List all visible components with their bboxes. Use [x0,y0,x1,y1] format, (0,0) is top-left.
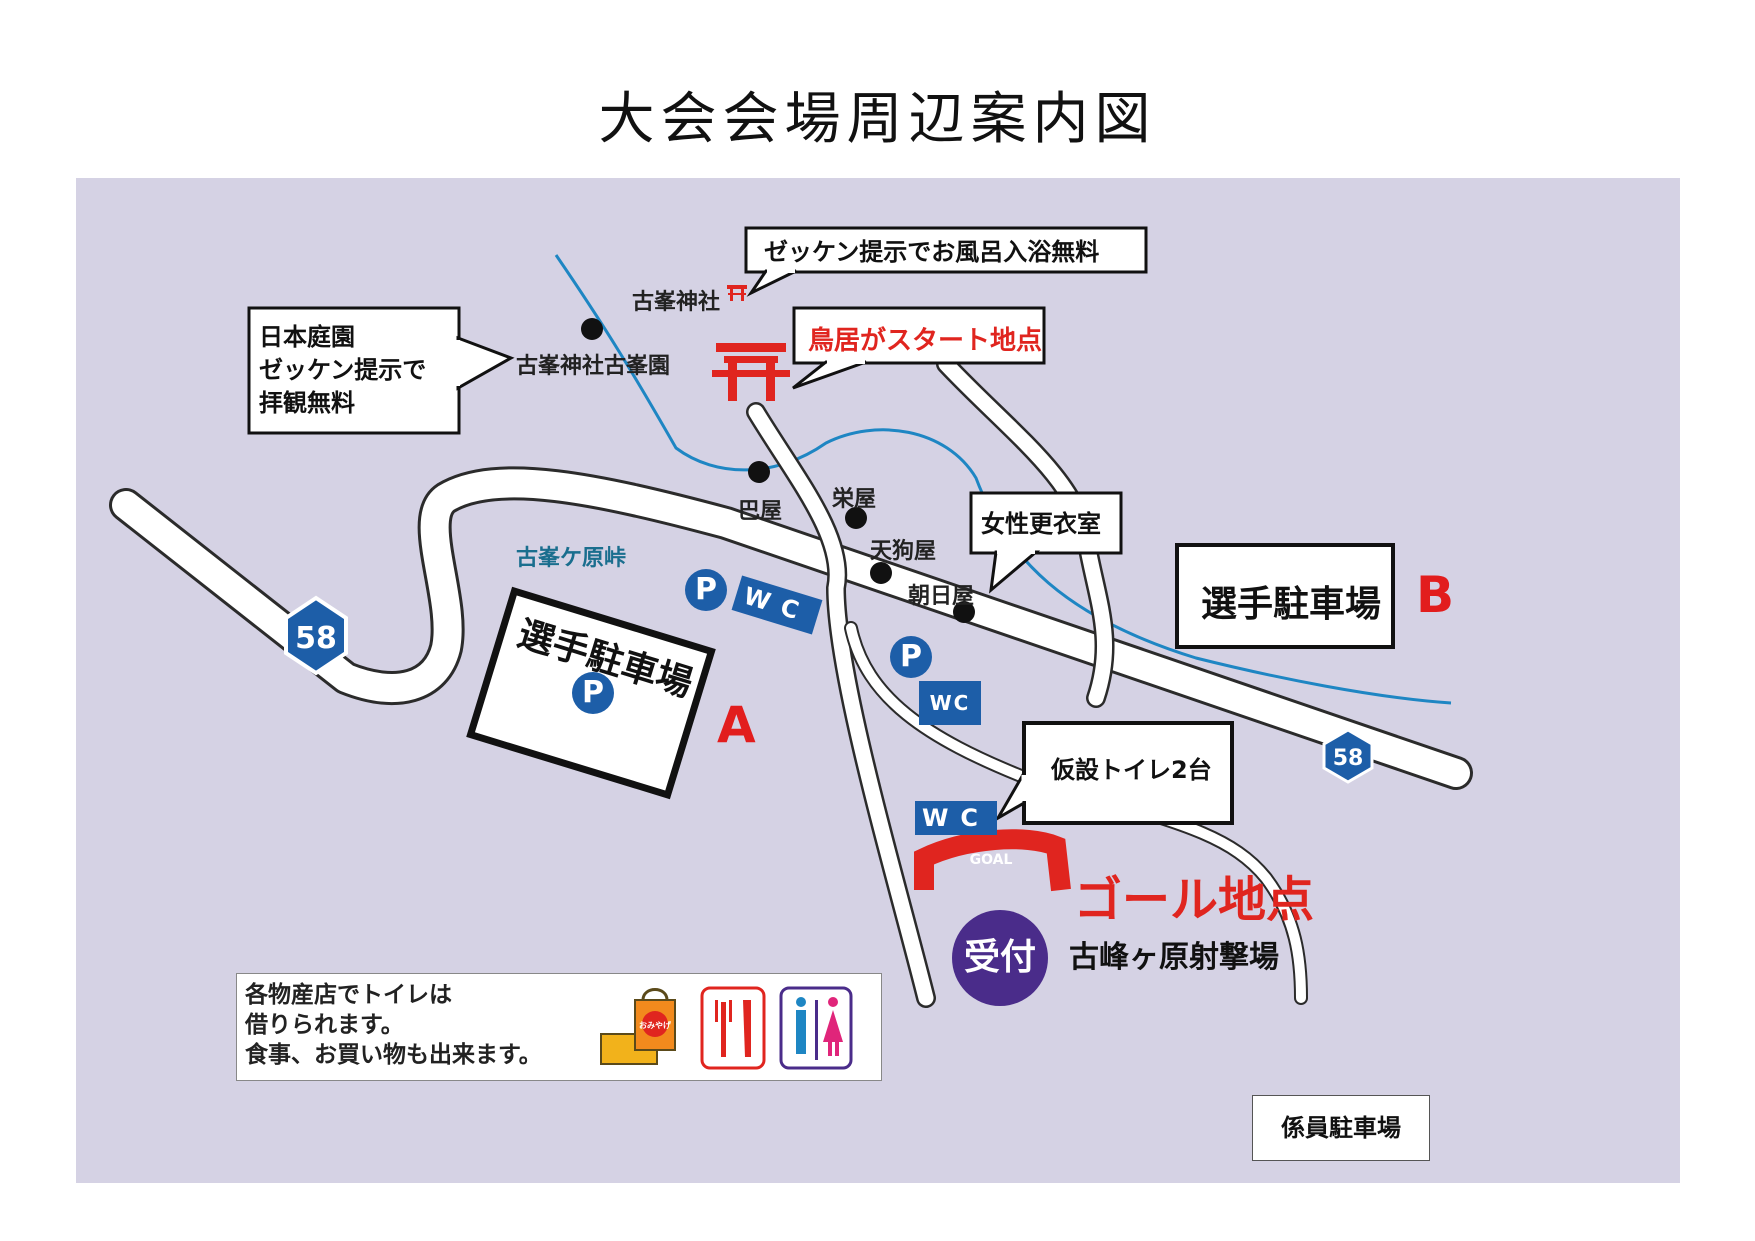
souvenir-bag-icon: おみやげ [600,988,676,1065]
area-map: 58 58 [76,178,1680,1183]
parking-a-letter: A [717,696,756,754]
info-text: 各物産店でトイレは 借りられます。 食事、お買い物も出来ます。 [245,980,542,1070]
legend-icons: おみやげ [600,986,853,1070]
garden-callout-line-2: ゼッケン提示で [259,356,427,384]
restroom-icon [779,986,853,1070]
shrine-icon [727,285,747,301]
wc-tag-east: WC [919,681,981,725]
river [554,254,1452,705]
parking-a-p-icon: P [572,672,614,714]
shrine-road [746,402,936,1008]
shrine-label: 古峯神社 [632,290,721,315]
staff-parking-box: 係員駐車場 [1252,1095,1430,1161]
reception-badge: 受付 [952,910,1048,1006]
map-canvas: 58 58 [109,226,1473,1008]
svg-text:58: 58 [1333,746,1364,771]
info-line-1: 各物産店でトイレは [245,982,452,1008]
asahiya-label: 朝日屋 [908,584,975,609]
asahiya-spot [953,601,975,623]
start-callout-box [792,306,1046,390]
parking-icon-east: P [890,636,932,678]
changing-room-callout-box [969,491,1123,594]
bath-callout-box [744,226,1148,297]
wc-tag-goal: WC [915,801,997,835]
route-58-shield-east: 58 [1322,728,1374,784]
svg-text:58: 58 [295,621,337,656]
temp-toilet-callout-box [993,721,1234,825]
venue-label: 古峰ヶ原射撃場 [1069,940,1279,975]
changing-room-callout: 女性更衣室 [981,510,1101,538]
info-line-3: 食事、お買い物も出来ます。 [245,1042,542,1068]
page-title: 大会会場周辺案内図 [598,87,1157,152]
tenguya-label: 天狗屋 [870,539,937,564]
tomoeya-spot [748,461,770,483]
main-road [109,466,1473,790]
pass-label: 古峯ケ原峠 [516,546,627,571]
garden-label: 古峯神社古峯園 [516,354,671,379]
garden-spot [581,318,603,340]
parking-icon-west: P [685,569,727,611]
fork-knife-icon [700,986,766,1070]
sakaeya-label: 栄屋 [832,487,877,512]
goal-arch: GOAL [914,829,1071,892]
route-58-shield-west: 58 [284,595,348,676]
tenguya-spot [870,562,892,584]
tomoeya-label: 巴屋 [738,499,783,524]
torii-gate-icon [712,343,790,401]
bath-callout: ゼッケン提示でお風呂入浴無料 [764,238,1100,266]
info-legend: 各物産店でトイレは 借りられます。 食事、お買い物も出来ます。 おみやげ [236,973,882,1081]
info-line-2: 借りられます。 [245,1012,404,1038]
garden-callout-line-3: 拝観無料 [259,389,355,417]
goal-label: ゴール地点 [1074,872,1315,928]
parking-b-label: 選手駐車場 [1201,584,1382,625]
temp-toilet-callout: 仮設トイレ2台 [1051,756,1212,784]
sakaeya-spot [845,507,867,529]
garden-callout: 日本庭園 ゼッケン提示で 拝観無料 [259,321,426,420]
svg-text:GOAL: GOAL [970,852,1013,868]
parking-b-letter: B [1416,566,1455,624]
start-callout: 鳥居がスタート地点 [808,326,1043,356]
garden-callout-line-1: 日本庭園 [259,323,355,351]
garden-callout-box [247,306,515,435]
parking-b-box [1175,543,1395,649]
svg-text:おみやげ: おみやげ [639,1020,672,1030]
